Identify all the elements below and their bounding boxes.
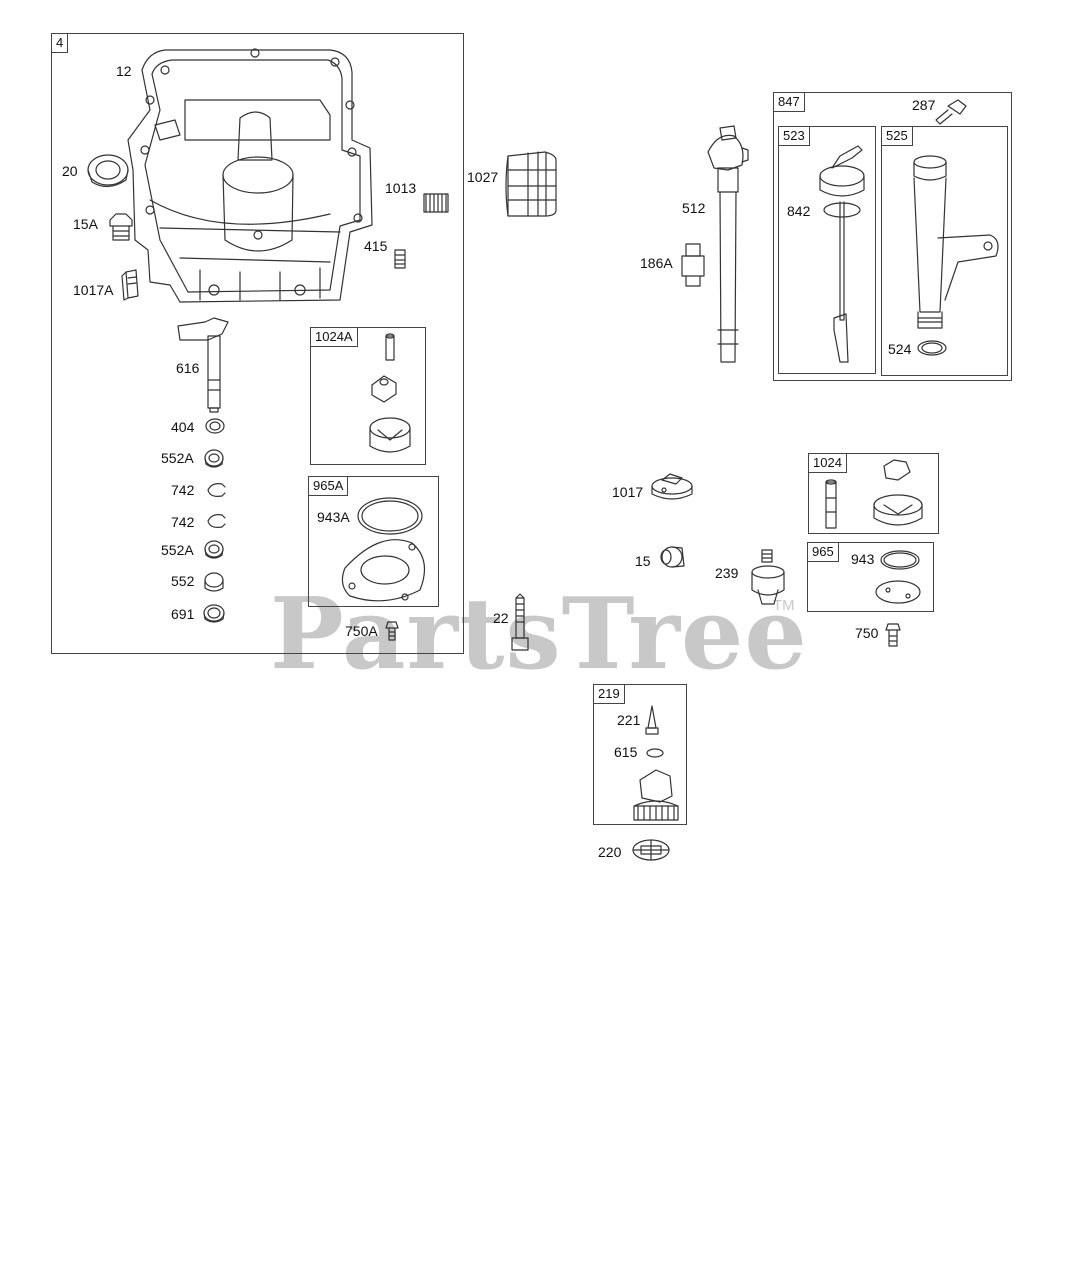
oil-seal-20 [87, 154, 129, 188]
callout-842: 842 [787, 203, 811, 219]
kit-number-1024: 1024 [808, 453, 847, 473]
callout-552A-2: 552A [161, 542, 194, 558]
kit-box-4: 4 [51, 33, 464, 654]
screen-1013 [423, 193, 449, 213]
callout-552: 552 [171, 573, 195, 589]
callout-750: 750 [855, 625, 879, 641]
callout-943: 943 [851, 551, 875, 567]
kit-box-847: 847 [773, 92, 1012, 381]
dipstick-tube-512 [707, 125, 749, 363]
part-220 [632, 839, 670, 861]
callout-552A-1: 552A [161, 450, 194, 466]
trademark-mark: TM [773, 597, 795, 614]
callout-20: 20 [62, 163, 78, 179]
governor-gear-kit-219-drawing [633, 705, 679, 821]
callout-512: 512 [682, 200, 706, 216]
callout-221: 221 [617, 712, 641, 728]
kit-box-525: 525 [881, 126, 1008, 376]
callout-15A: 15A [73, 216, 98, 232]
callout-742-2: 742 [171, 514, 195, 530]
callout-415: 415 [364, 238, 388, 254]
partstree-watermark: PartsTree [270, 577, 808, 692]
kit-box-1024: 1024 [808, 453, 939, 534]
crankcase-drawing [127, 48, 373, 303]
callout-691: 691 [171, 606, 195, 622]
washer-404 [205, 418, 225, 434]
part-1017A [121, 269, 139, 301]
oil-pump-kit-1024A-drawing [369, 333, 411, 453]
kit-number-965: 965 [807, 542, 839, 562]
callout-616: 616 [176, 360, 200, 376]
screw-287 [935, 99, 967, 125]
kit-number-523: 523 [778, 126, 810, 146]
dipstick-tube-525-drawing [913, 155, 999, 356]
callout-943A: 943A [317, 509, 350, 525]
kit-number-4: 4 [51, 33, 69, 53]
callout-220: 220 [598, 844, 622, 860]
callout-524: 524 [888, 341, 912, 357]
kit-number-525: 525 [881, 126, 913, 146]
e-ring-742-1 [207, 483, 226, 497]
callout-287: 287 [912, 97, 936, 113]
screw-750 [885, 623, 901, 647]
dipstick-cap-523-drawing [819, 145, 865, 363]
part-239 [751, 549, 785, 605]
kit-box-965A: 965A [308, 476, 439, 607]
callout-1017: 1017 [612, 484, 644, 500]
bushing-552A-2 [204, 540, 224, 559]
kit-number-1024A: 1024A [310, 327, 358, 347]
bolt-22 [511, 593, 529, 651]
callout-750A: 750A [345, 623, 378, 639]
callout-12: 12 [116, 63, 132, 79]
oil-pump-cover-kit-965-drawing [875, 550, 921, 604]
callout-239: 239 [715, 565, 739, 581]
part-415 [394, 249, 406, 269]
part-186A [681, 243, 705, 287]
seal-691 [203, 604, 225, 623]
callout-186A: 186A [640, 255, 673, 271]
callout-742-1: 742 [171, 482, 195, 498]
kit-number-219: 219 [593, 684, 625, 704]
callout-22: 22 [493, 610, 509, 626]
oil-pump-kit-1024-drawing [825, 459, 923, 529]
kit-box-1024A: 1024A [310, 327, 426, 465]
callout-1013: 1013 [385, 180, 417, 196]
kit-number-965A: 965A [308, 476, 349, 496]
kit-box-965: 965 [807, 542, 934, 612]
kit-box-219: 219 [593, 684, 687, 825]
part-1017 [651, 473, 693, 500]
screw-750A [385, 621, 399, 641]
kit-number-847: 847 [773, 92, 805, 112]
plug-15A [109, 213, 133, 241]
governor-shaft-616 [177, 317, 229, 413]
oil-pump-cover-kit-965A-drawing [341, 497, 426, 602]
oil-filter-1027 [505, 151, 557, 217]
e-ring-742-2 [207, 514, 226, 528]
callout-1027: 1027 [467, 169, 499, 185]
bushing-552A-1 [204, 449, 224, 468]
callout-404: 404 [171, 419, 195, 435]
part-15 [660, 546, 685, 568]
callout-15: 15 [635, 553, 651, 569]
callout-1017A: 1017A [73, 282, 114, 298]
callout-615: 615 [614, 744, 638, 760]
bushing-552 [204, 572, 224, 592]
kit-box-523: 523 [778, 126, 876, 374]
